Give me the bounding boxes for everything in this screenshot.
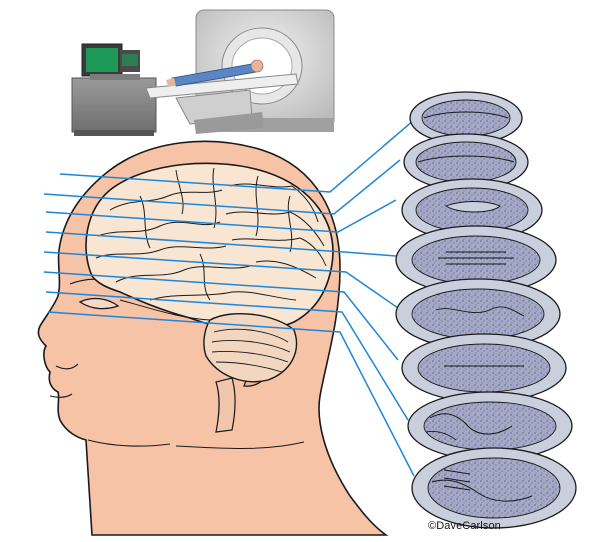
cerebrum xyxy=(85,162,334,331)
brain-slice-3 xyxy=(401,178,543,242)
eye xyxy=(78,297,120,310)
neck-line xyxy=(175,441,305,449)
patient xyxy=(166,59,264,87)
brain xyxy=(85,162,334,433)
scan-line-2 xyxy=(43,159,401,215)
cerebellum xyxy=(203,313,298,383)
credit-text: ©DaveCarlson xyxy=(428,520,501,532)
operator-console xyxy=(71,43,157,136)
ct-scanner xyxy=(71,9,335,136)
brain-gyri xyxy=(95,167,327,321)
brain-stem xyxy=(215,377,236,433)
scan-line-3 xyxy=(45,199,397,233)
brain-slice-7 xyxy=(407,391,573,461)
chin-line xyxy=(87,439,171,447)
scan-lines xyxy=(43,119,415,477)
brain-slice-6 xyxy=(401,333,567,403)
scan-line-4 xyxy=(45,231,397,257)
scan-line-6 xyxy=(43,271,399,361)
brain-slice-stack xyxy=(395,91,577,529)
brain-slice-2 xyxy=(403,133,529,191)
scan-line-1 xyxy=(59,119,415,193)
scan-line-8 xyxy=(47,311,415,477)
scan-line-7 xyxy=(45,291,409,421)
scan-line-5 xyxy=(43,251,399,309)
nostril xyxy=(55,363,79,370)
cerebellum-folds xyxy=(211,328,291,373)
brain-slice-1 xyxy=(409,91,523,145)
brain-slice-4 xyxy=(395,225,557,295)
console-screen xyxy=(86,48,118,72)
brain-slice-8 xyxy=(411,447,577,529)
patient-table xyxy=(145,73,299,134)
mouth xyxy=(49,393,73,398)
brain-slice-5 xyxy=(395,278,561,350)
